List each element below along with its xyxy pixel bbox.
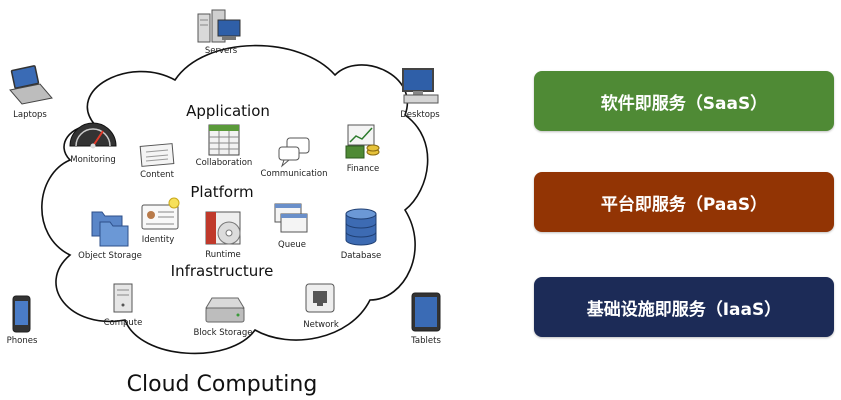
phones-label: Phones xyxy=(7,336,38,346)
object-storage-icon xyxy=(91,211,129,247)
servers-label: Servers xyxy=(205,46,238,56)
content-icon xyxy=(139,143,175,167)
cloud-shape xyxy=(41,44,429,355)
diagram-title: Cloud Computing xyxy=(127,372,318,397)
runtime-icon xyxy=(205,211,241,245)
infrastructure-layer-label: Infrastructure xyxy=(171,262,274,280)
platform-layer-label: Platform xyxy=(190,183,253,201)
object-storage-label: Object Storage xyxy=(78,251,142,261)
database-icon xyxy=(345,208,377,246)
queue-icon xyxy=(274,203,308,233)
collaboration-icon xyxy=(208,124,240,156)
finance-label: Finance xyxy=(347,164,380,174)
laptop-icon xyxy=(9,65,53,105)
monitoring-label: Monitoring xyxy=(70,155,115,165)
block-storage-icon xyxy=(205,297,245,323)
queue-label: Queue xyxy=(278,240,306,250)
block-storage-label: Block Storage xyxy=(194,328,253,338)
servers-icon xyxy=(197,9,241,43)
database-label: Database xyxy=(341,251,382,261)
identity-icon xyxy=(141,197,180,230)
monitoring-icon xyxy=(69,122,117,149)
phone-icon xyxy=(12,295,31,333)
finance-icon xyxy=(345,124,380,159)
network-label: Network xyxy=(303,320,339,330)
application-layer-label: Application xyxy=(186,102,270,120)
iaas-box: 基础设施即服务（IaaS） xyxy=(534,277,834,337)
communication-label: Communication xyxy=(261,169,328,179)
desktops-label: Desktops xyxy=(400,110,440,120)
tablet-icon xyxy=(411,292,441,332)
compute-label: Compute xyxy=(104,318,143,328)
compute-icon xyxy=(113,283,133,313)
collaboration-label: Collaboration xyxy=(196,158,253,168)
paas-box: 平台即服务（PaaS） xyxy=(534,172,834,232)
saas-box: 软件即服务（SaaS） xyxy=(534,71,834,131)
identity-label: Identity xyxy=(142,235,175,245)
runtime-label: Runtime xyxy=(205,250,241,260)
communication-icon xyxy=(278,137,310,168)
laptops-label: Laptops xyxy=(13,110,47,120)
content-label: Content xyxy=(140,170,174,180)
desktop-icon xyxy=(402,68,439,104)
tablets-label: Tablets xyxy=(410,336,441,346)
network-icon xyxy=(305,283,335,313)
